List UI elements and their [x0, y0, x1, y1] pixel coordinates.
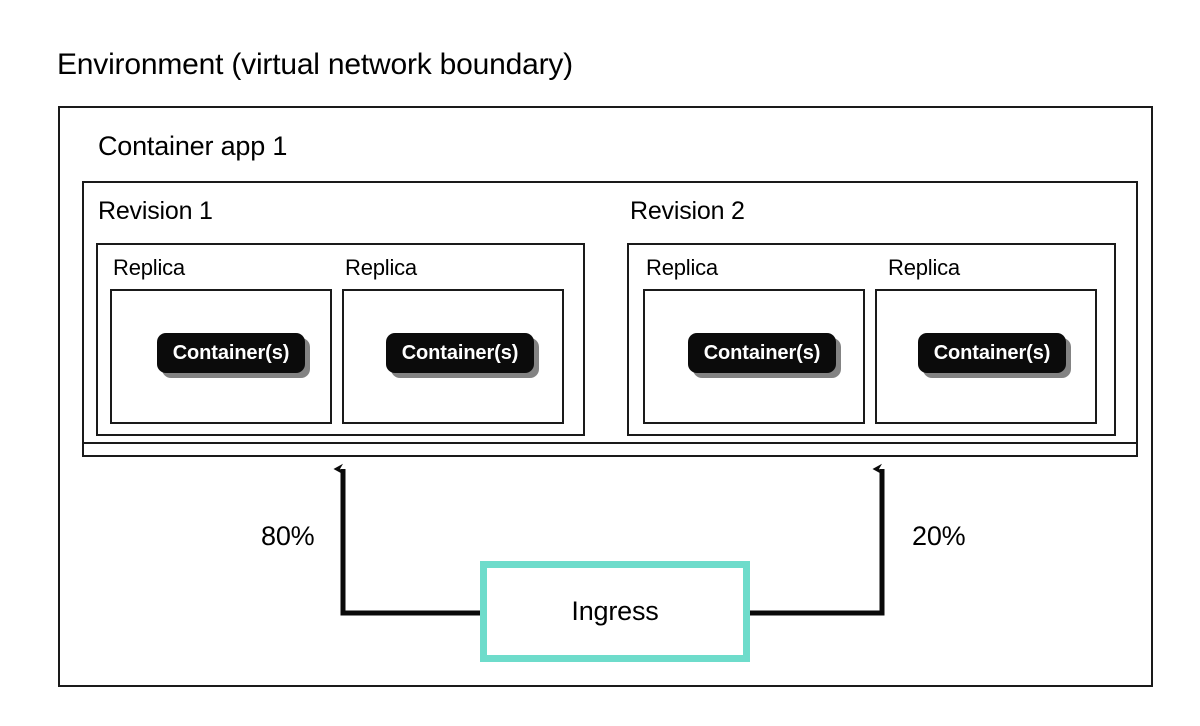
revision-2-replica-group-box [627, 243, 1116, 436]
revision-2-replica-1-box [643, 289, 865, 424]
ingress-box: Ingress [480, 561, 750, 662]
revision-1-title: Revision 1 [98, 197, 213, 225]
environment-caption: Environment (virtual network boundary) [57, 48, 573, 81]
revision-1-replica-1-container-pill: Container(s) [157, 333, 305, 373]
revisions-band-box [82, 181, 1138, 444]
revision-1-replica-group-box [96, 243, 585, 436]
container-app-title: Container app 1 [98, 131, 288, 161]
revision-2-replica-1-container-pill: Container(s) [688, 333, 836, 373]
revision-2-title: Revision 2 [630, 197, 745, 225]
revision-1-replica-2-label: Replica [345, 255, 417, 280]
revision-2-replica-2-label: Replica [888, 255, 960, 280]
revision-1-replica-1-label: Replica [113, 255, 185, 280]
revision-1-replica-2-box [342, 289, 564, 424]
revision-1-replica-2-container-pill: Container(s) [386, 333, 534, 373]
environment-boundary-box [58, 106, 1153, 687]
revision-1-replica-1-box [110, 289, 332, 424]
revision-2-replica-1-label: Replica [646, 255, 718, 280]
traffic-percent-revision-2: 20% [912, 521, 966, 551]
traffic-percent-revision-1: 80% [261, 521, 315, 551]
revision-2-replica-2-box [875, 289, 1097, 424]
revision-2-replica-2-container-pill: Container(s) [918, 333, 1066, 373]
